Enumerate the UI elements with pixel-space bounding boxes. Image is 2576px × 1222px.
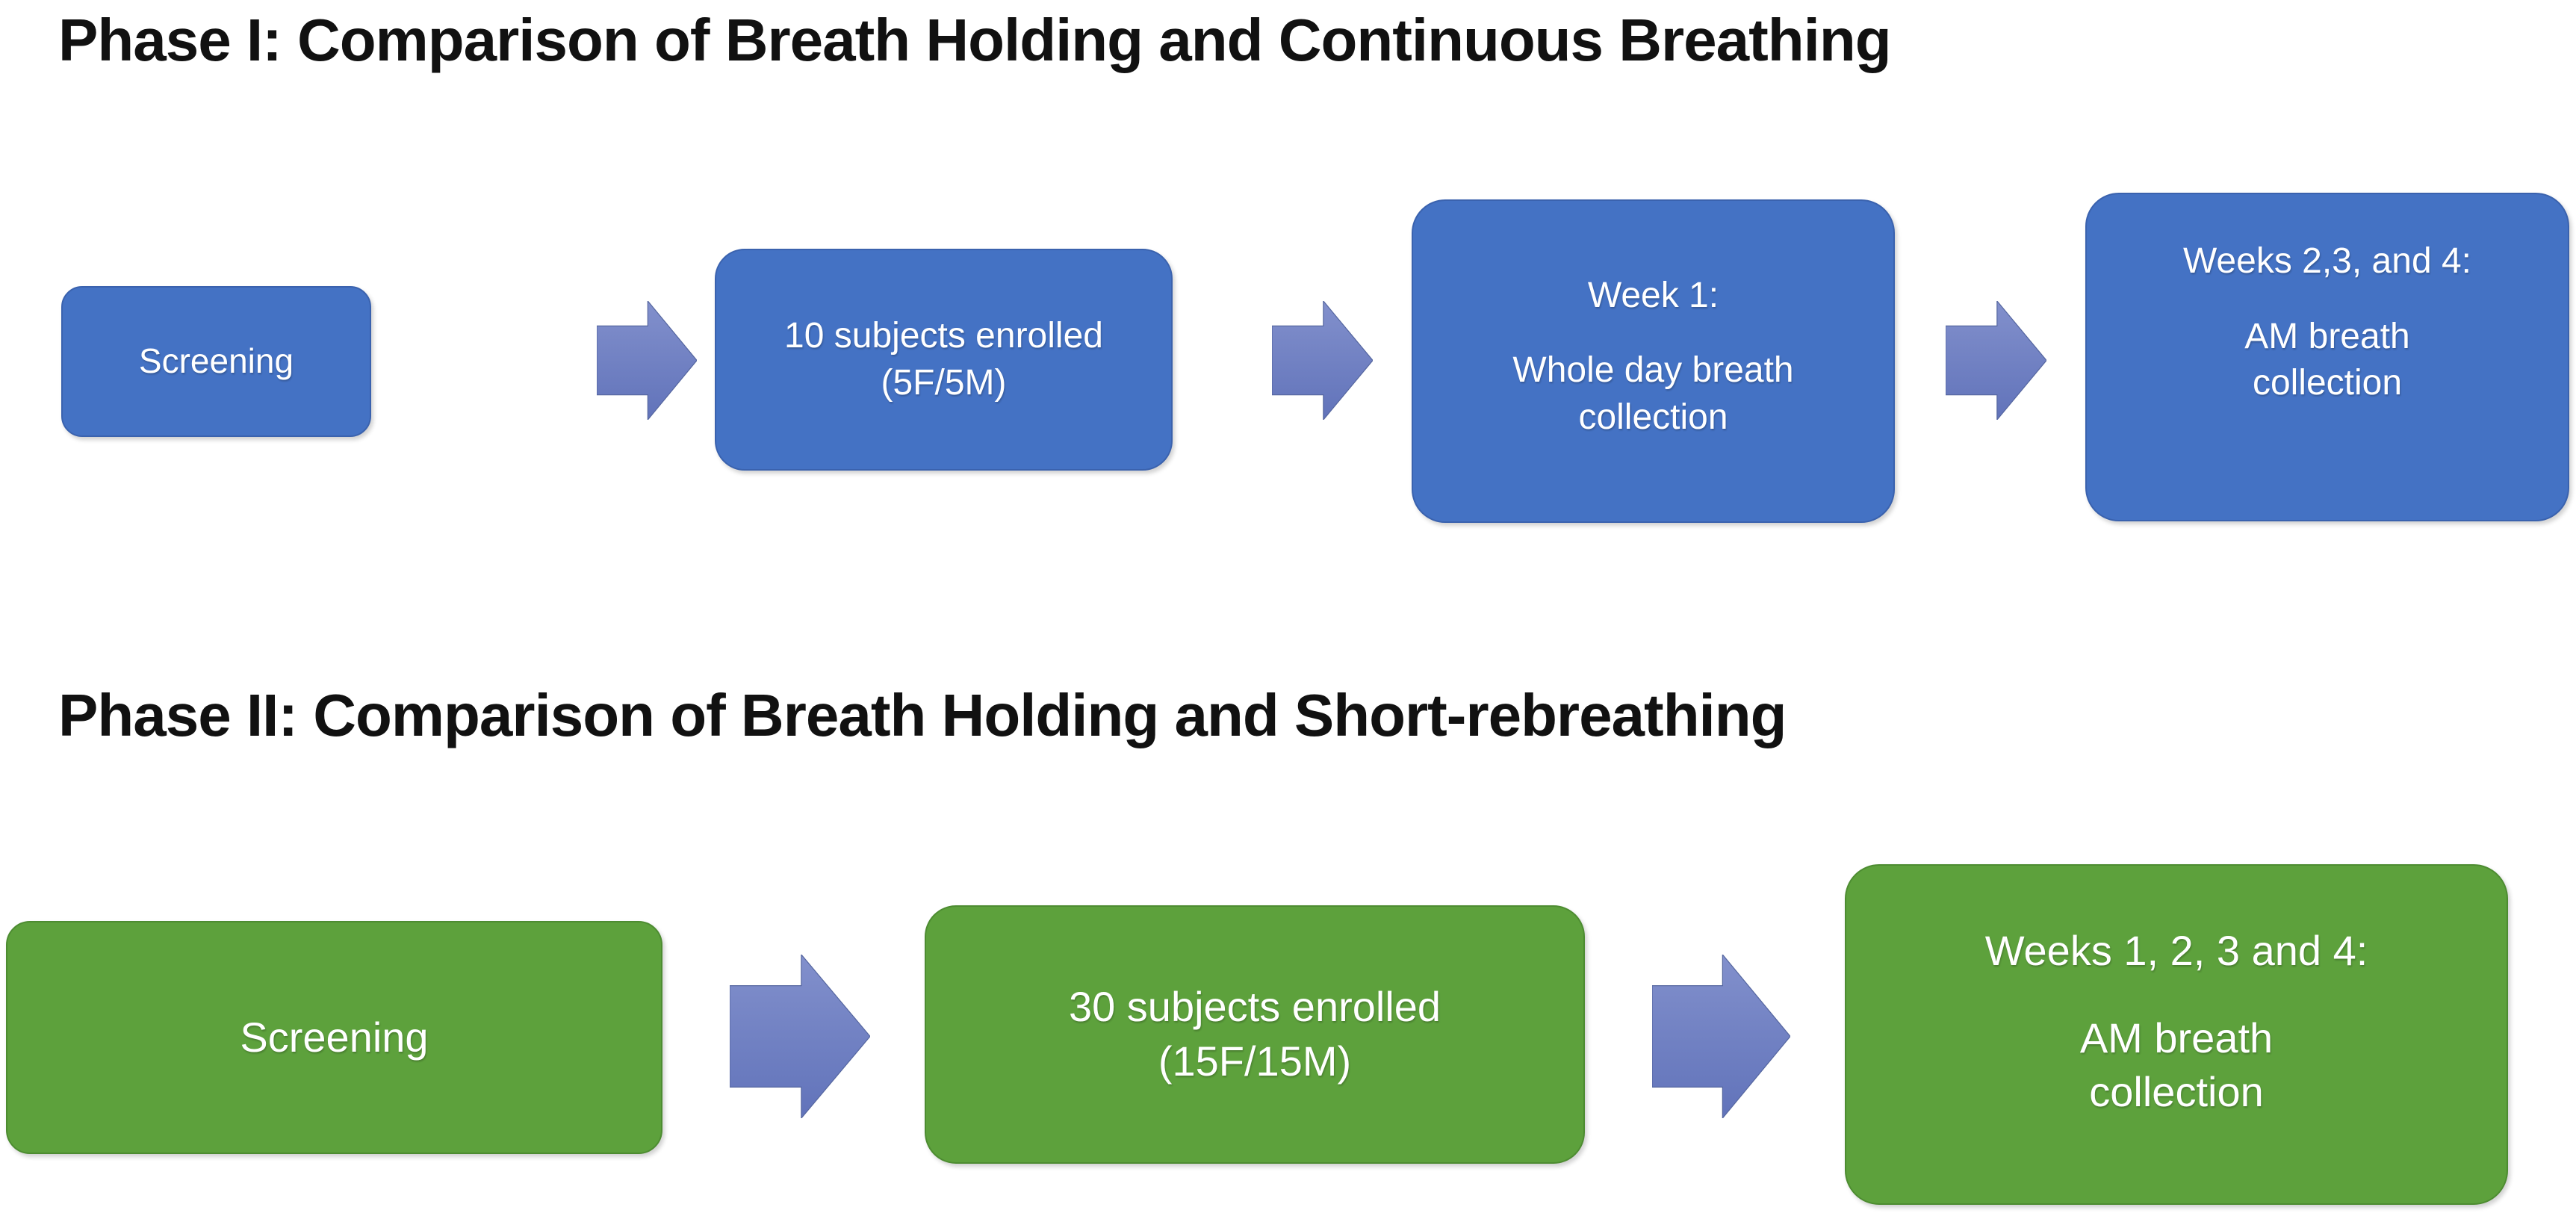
arrow-right-icon xyxy=(597,301,697,420)
phase1-title: Phase I: Comparison of Breath Holding an… xyxy=(58,7,1892,73)
arrow-right-icon xyxy=(1946,301,2046,420)
arrow-right-icon xyxy=(730,955,870,1118)
phase1-box-enrollment: 10 subjects enrolled (5F/5M) xyxy=(715,249,1173,471)
box-label-heading: Weeks 1, 2, 3 and 4: xyxy=(1984,926,2368,974)
phase2-box-screening: Screening xyxy=(6,921,662,1154)
box-label-body: AM breath collection xyxy=(2244,316,2410,403)
box-label: Screening xyxy=(240,1013,429,1061)
arrow-right-icon xyxy=(1652,955,1790,1118)
phase2-title: Phase II: Comparison of Breath Holding a… xyxy=(58,682,1787,748)
box-label: Screening xyxy=(138,341,294,381)
phase1-box-week1: Week 1: Whole day breath collection xyxy=(1412,199,1895,523)
arrow-right-icon xyxy=(1272,301,1373,420)
box-label: 30 subjects enrolled (15F/15M) xyxy=(1068,983,1441,1085)
phase1-box-weeks234: Weeks 2,3, and 4: AM breath collection xyxy=(2085,193,2569,521)
phase1-box-screening: Screening xyxy=(61,286,371,437)
box-label-body: Whole day breath collection xyxy=(1512,350,1794,437)
phase2-box-enrollment: 30 subjects enrolled (15F/15M) xyxy=(925,905,1585,1164)
box-label: 10 subjects enrolled (5F/5M) xyxy=(784,316,1103,403)
phase2-box-weeks1234: Weeks 1, 2, 3 and 4: AM breath collectio… xyxy=(1845,864,2508,1205)
box-label-body: AM breath collection xyxy=(2079,1014,2274,1116)
box-label-heading: Week 1: xyxy=(1587,275,1719,315)
box-label-heading: Weeks 2,3, and 4: xyxy=(2182,241,2471,282)
